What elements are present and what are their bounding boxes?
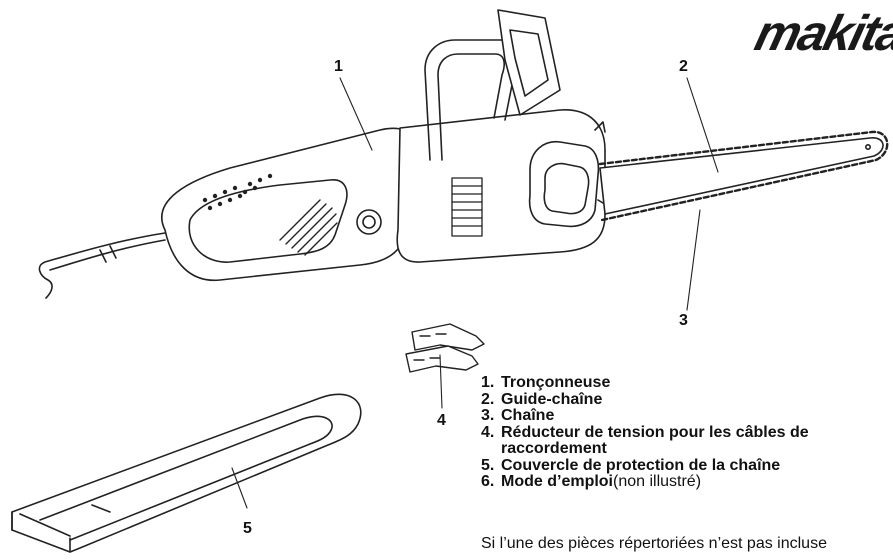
legend-number: 2.	[481, 390, 495, 408]
leader-lines	[231, 77, 719, 509]
chain-cover	[11, 393, 362, 553]
legend-label: Chaîne	[501, 407, 555, 424]
legend-item: 4. Réducteur de tension pour les câbles …	[481, 423, 809, 442]
legend-item: 5. Couvercle de protection de la chaîne	[481, 456, 809, 475]
legend-label: Tronçonneuse	[501, 374, 611, 391]
brand-logo: makita	[749, 5, 893, 61]
legend-label: Guide-chaîne	[501, 390, 603, 408]
tension-reducer	[405, 323, 485, 373]
legend-item: 2. Guide-chaîne	[481, 390, 809, 409]
note-text: Si l’une des pièces répertoriées n’est p…	[481, 535, 827, 552]
callout-2: 2	[679, 58, 688, 75]
legend-number: 3.	[481, 407, 495, 424]
legend-number: 4.	[481, 423, 495, 441]
callout-4: 4	[437, 412, 446, 429]
legend-item: 1. Tronçonneuse	[481, 374, 809, 392]
callout-1: 1	[334, 58, 343, 75]
legend-label-continuation: raccordement	[501, 440, 607, 457]
legend-label: Réducteur de tension pour les câbles de	[501, 423, 809, 441]
callout-3: 3	[679, 312, 688, 329]
parts-legend: 1. Tronçonneuse 2. Guide-chaîne 3. Chaîn…	[481, 374, 809, 491]
guide-bar	[598, 130, 889, 222]
legend-item: 3. Chaîne	[481, 407, 809, 425]
legend-extra: (non illustré)	[613, 473, 702, 490]
legend-number: 5.	[481, 456, 495, 474]
callout-5: 5	[243, 520, 252, 537]
chainsaw-body	[161, 9, 609, 281]
legend-item-continuation: raccordement	[481, 440, 809, 458]
legend-number: 6.	[481, 473, 495, 490]
legend-number: 1.	[481, 374, 495, 391]
legend-label: Couvercle de protection de la chaîne	[501, 456, 781, 474]
legend-label: Mode d’emploi	[501, 473, 613, 490]
power-cord	[38, 232, 166, 299]
legend-item: 6. Mode d’emploi (non illustré)	[481, 473, 809, 491]
